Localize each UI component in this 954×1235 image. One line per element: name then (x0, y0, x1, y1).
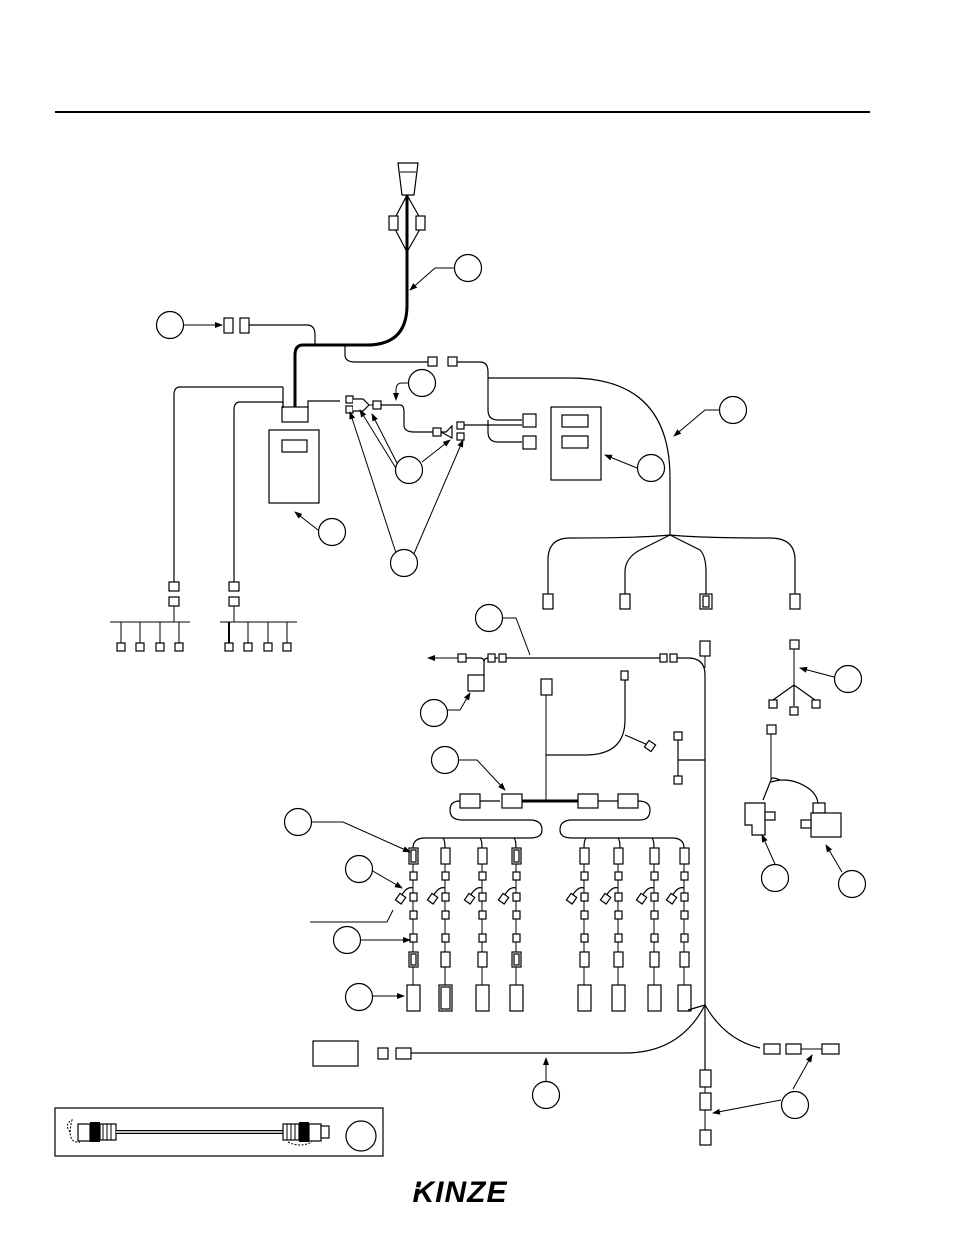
callout-12 (285, 809, 312, 836)
monitor-console-right (551, 407, 601, 480)
sensor-assembly (745, 725, 841, 837)
main-trunk-harness (295, 252, 407, 408)
y-adapter-2 (433, 422, 522, 440)
control-module-box (313, 1041, 358, 1066)
remote-sensor-harness (769, 640, 820, 715)
implement-harness-left-2 (220, 582, 297, 651)
callout-8 (391, 550, 418, 577)
callout-11 (432, 747, 459, 774)
connector (240, 318, 249, 333)
callout-10 (421, 700, 448, 727)
kinze-logo: KINZE (398, 1176, 532, 1209)
callout-20 (782, 1092, 809, 1119)
callout-1 (455, 255, 482, 282)
callout-3 (409, 370, 436, 397)
callout-13 (346, 856, 373, 883)
callout-18 (839, 871, 866, 898)
callout-16 (835, 666, 862, 693)
kinze-logo-text: KINZE (413, 1176, 508, 1209)
implement-harness-left-1 (110, 582, 190, 651)
callout-2 (157, 312, 184, 339)
callout-19 (533, 1082, 560, 1109)
callout-7 (319, 519, 346, 546)
callout-4 (720, 397, 747, 424)
connector (224, 318, 233, 333)
callout-9 (476, 605, 503, 632)
row-unit-harnesses (395, 848, 691, 1011)
callout-17 (762, 865, 789, 892)
callout-6 (638, 455, 665, 482)
callout-15 (346, 984, 373, 1011)
callout-5 (396, 457, 423, 484)
tractor-plug-group (389, 163, 425, 252)
inset-extension-cable (55, 1108, 383, 1156)
monitor-console-left (269, 407, 319, 503)
callout-14 (334, 927, 361, 954)
